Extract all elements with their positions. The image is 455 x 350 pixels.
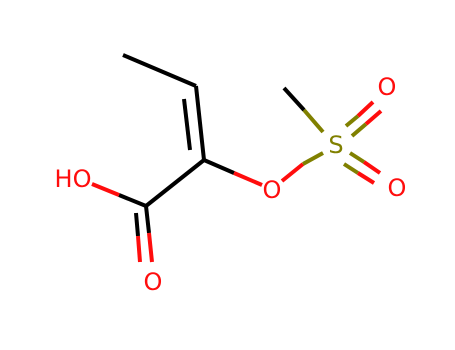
bond-s-obottom-b-olive — [342, 162, 360, 175]
bond-c-oester-black — [203, 158, 235, 175]
bond-s-otop-a-red — [356, 100, 375, 118]
bond-s-obottom-a-olive — [348, 151, 366, 164]
bond-alkene-inner — [182, 98, 192, 151]
atom-labels: HO O O S O O — [55, 73, 407, 296]
bond-ch3-ch — [122, 53, 197, 88]
bond-c-oh-red — [91, 182, 120, 197]
bond-s-otop-b-red — [364, 109, 383, 126]
bond-c-cooh — [144, 158, 206, 208]
bond-c-o-a-black — [144, 205, 151, 234]
bond-c-oester-red — [233, 171, 263, 187]
atom-label-sulfonyl-oxygen-top: O — [378, 73, 397, 101]
atom-label-sulfonyl-oxygen-bottom: O — [388, 174, 407, 202]
atom-label-ester-oxygen: O — [263, 176, 282, 204]
bond-c-o-a-red — [147, 232, 154, 263]
bond-alkene-main — [194, 85, 206, 161]
bond-s-otop-b-olive — [350, 122, 368, 138]
atom-label-carbonyl-oxygen: O — [144, 268, 163, 296]
bond-s-obottom-a-red — [362, 160, 382, 175]
bond-s-ch3-black — [282, 86, 306, 112]
atom-label-sulfur: S — [328, 131, 343, 159]
bonds — [91, 53, 383, 263]
bond-oester-s-red — [280, 162, 305, 183]
bond-oester-s-olive — [302, 151, 324, 166]
atom-label-hydroxyl: HO — [55, 165, 92, 193]
bond-c-oh-black — [118, 193, 147, 208]
bond-c-o-b-black — [134, 212, 140, 237]
bond-s-ch3-olive — [302, 108, 325, 134]
bond-c-o-b-red — [136, 235, 142, 263]
bond-s-obottom-b-red — [356, 171, 376, 185]
bond-s-otop-a-olive — [344, 114, 360, 128]
